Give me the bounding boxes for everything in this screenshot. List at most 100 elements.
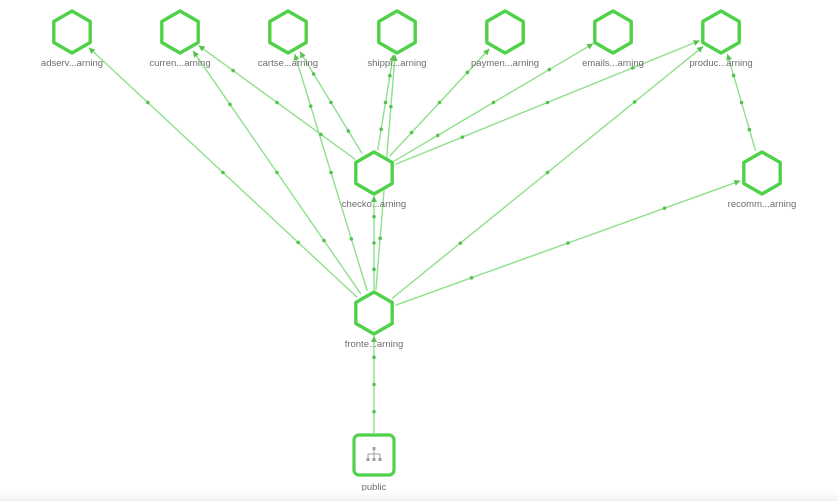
edge-arrowhead — [733, 180, 741, 186]
workload-hexagon-icon — [354, 290, 394, 336]
edge-traffic-dot — [437, 100, 442, 105]
node-shippingservice[interactable]: shippi...arning — [367, 9, 427, 69]
node-public[interactable]: public — [352, 433, 396, 493]
edge-frontend-to-cartservice[interactable] — [293, 53, 368, 292]
edge-arrowhead — [88, 47, 96, 54]
edge-traffic-dot — [346, 129, 351, 133]
workload-hexagon-icon — [354, 150, 394, 196]
edge-traffic-dot — [389, 104, 393, 109]
edge-traffic-dot — [228, 102, 232, 107]
edge-frontend-to-recommendationservice[interactable] — [395, 180, 741, 306]
edge-traffic-dot — [545, 100, 550, 105]
edge-traffic-dot — [458, 241, 463, 245]
edge-traffic-dot — [747, 127, 752, 132]
node-paymentservice[interactable]: paymen...arning — [471, 9, 539, 69]
edge-traffic-dot — [372, 355, 376, 360]
edge-traffic-dot — [146, 100, 150, 105]
edge-arrowhead — [293, 53, 300, 61]
network-tree-icon — [366, 447, 382, 461]
edge-arrowhead — [371, 196, 377, 202]
edge-frontend-to-currencyservice[interactable] — [192, 50, 362, 295]
edge-frontend-to-checkoutservice[interactable] — [371, 196, 377, 290]
node-label: emails...arning — [582, 58, 644, 69]
node-currencyservice[interactable]: curren...arning — [149, 9, 211, 69]
edge-traffic-dot — [739, 100, 744, 105]
node-label: adserv...arning — [41, 58, 103, 69]
edge-traffic-dot — [547, 67, 552, 72]
node-label: produc...arning — [689, 58, 752, 69]
edge-traffic-dot — [465, 70, 470, 75]
edge-traffic-dot — [630, 66, 635, 70]
node-recommendationservice[interactable]: recomm...arning — [728, 150, 797, 210]
edge-arrowhead — [696, 46, 704, 53]
workload-hexagon-icon — [593, 9, 633, 55]
edge-traffic-dot — [231, 68, 235, 73]
edge-arrowhead — [193, 50, 199, 58]
edge-traffic-dot — [383, 100, 388, 105]
workload-hexagon-icon — [160, 9, 200, 55]
edge-traffic-dot — [275, 100, 279, 105]
edge-traffic-dot — [460, 135, 465, 139]
edge-arrowhead — [693, 40, 700, 46]
edge-traffic-dot — [311, 72, 316, 76]
edge-traffic-dot — [319, 132, 323, 137]
node-label: curren...arning — [149, 58, 210, 69]
node-adservice[interactable]: adserv...arning — [41, 9, 103, 69]
edge-traffic-dot — [372, 267, 376, 272]
edge-traffic-dot — [275, 170, 279, 175]
canvas-bottom-edge — [0, 491, 838, 501]
edge-frontend-to-adservice[interactable] — [88, 47, 358, 298]
node-cartservice[interactable]: cartse...arning — [258, 9, 318, 69]
edge-checkoutservice-to-productcatalogservice[interactable] — [395, 40, 700, 165]
edge-recommendationservice-to-productcatalogservice[interactable] — [726, 53, 757, 152]
edge-traffic-dot — [372, 382, 376, 387]
edge-traffic-dot — [469, 276, 474, 280]
edge-arrowhead — [371, 336, 377, 342]
edge-traffic-dot — [388, 73, 392, 78]
edge-arrowhead — [198, 45, 206, 52]
node-productcatalogservice[interactable]: produc...arning — [689, 9, 753, 69]
edge-traffic-dot — [329, 170, 333, 175]
workload-hexagon-icon — [52, 9, 92, 55]
edge-checkoutservice-to-paymentservice[interactable] — [389, 48, 490, 157]
edge-traffic-dot — [322, 238, 326, 243]
node-label: cartse...arning — [258, 58, 318, 69]
edge-checkoutservice-to-shippingservice[interactable] — [377, 54, 396, 151]
edge-traffic-dot — [349, 237, 354, 241]
edge-checkoutservice-to-cartservice[interactable] — [299, 51, 363, 154]
workload-hexagon-icon — [377, 9, 417, 55]
edge-traffic-dot — [409, 130, 414, 135]
node-label: shippi...arning — [367, 58, 426, 69]
workload-hexagon-icon — [742, 150, 782, 196]
node-checkoutservice[interactable]: checko...arning — [342, 150, 406, 210]
node-frontend[interactable]: fronte...arning — [345, 290, 404, 350]
edge-traffic-dot — [566, 241, 570, 245]
edge-checkoutservice-to-currencyservice[interactable] — [198, 44, 356, 161]
node-label: recomm...arning — [728, 199, 797, 210]
node-label: public — [362, 482, 387, 493]
edge-traffic-dot — [662, 206, 667, 210]
node-label: checko...arning — [342, 199, 406, 210]
nodes-layer: adserv...arning curren...arning cartse...a… — [41, 9, 797, 493]
edge-traffic-dot — [296, 240, 300, 245]
workload-hexagon-icon — [701, 9, 741, 55]
edge-arrowhead — [299, 51, 306, 59]
edge-traffic-dot — [372, 241, 376, 245]
edge-traffic-dot — [379, 127, 383, 132]
edge-traffic-dot — [372, 409, 376, 414]
edge-arrowhead — [483, 48, 490, 56]
edge-checkoutservice-to-emailservice[interactable] — [393, 43, 594, 162]
node-emailservice[interactable]: emails...arning — [582, 9, 644, 69]
edge-arrowhead — [389, 54, 396, 62]
edge-traffic-dot — [632, 100, 637, 104]
edge-traffic-dot — [545, 170, 550, 175]
edge-traffic-dot — [372, 214, 376, 219]
edge-frontend-to-productcatalogservice[interactable] — [391, 45, 704, 300]
node-label: paymen...arning — [471, 58, 539, 69]
node-label: fronte...arning — [345, 339, 404, 350]
edge-arrowhead — [586, 43, 594, 50]
edge-arrowhead — [726, 54, 732, 61]
workload-hexagon-icon — [268, 9, 308, 55]
edge-public-to-frontend[interactable] — [371, 336, 377, 433]
